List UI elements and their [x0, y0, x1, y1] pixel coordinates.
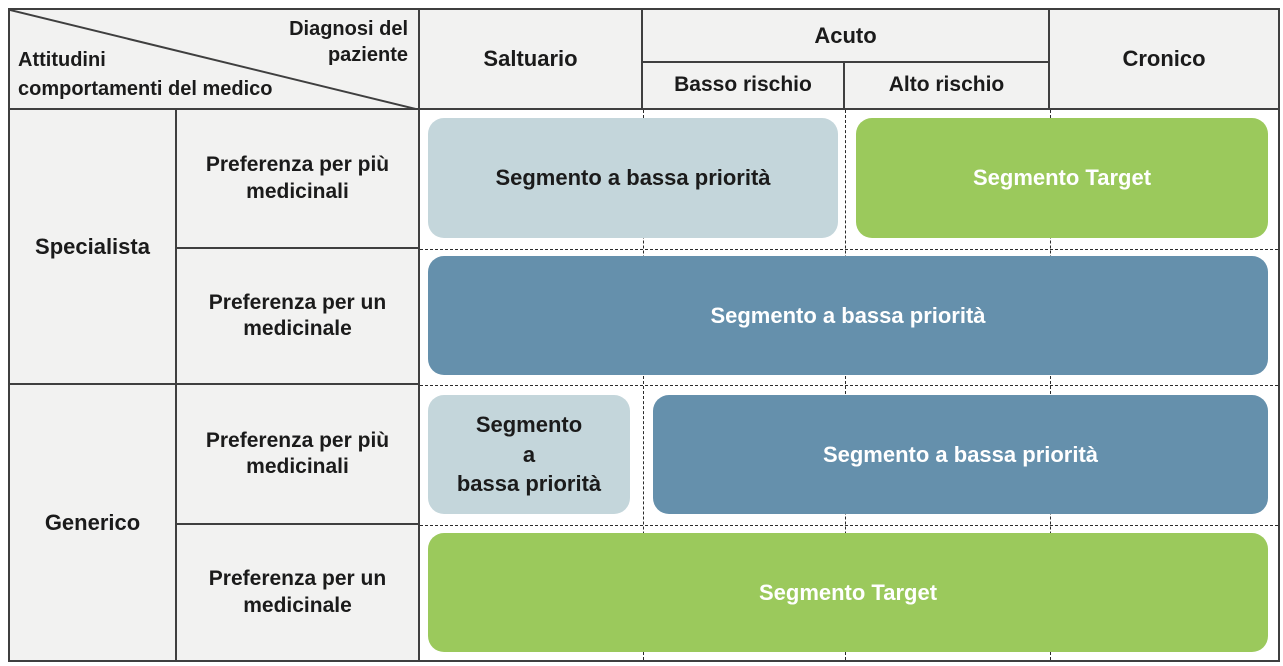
row-group-generico: Generico — [10, 385, 177, 660]
segment-low-priority-generico-saltuario: Segmento a bassa priorità — [428, 395, 630, 514]
column-header-saltuario: Saltuario — [420, 10, 643, 110]
row-group-specialista: Specialista — [10, 110, 177, 385]
dashed-row-guide-3 — [420, 525, 1278, 526]
row-header-generico-piu-medicinali: Preferenza per più medicinali — [177, 385, 420, 525]
row-header-generico-un-medicinale: Preferenza per un medicinale — [177, 525, 420, 660]
segment-low-priority-specialista-saltuario-basso: Segmento a bassa priorità — [428, 118, 838, 238]
axis-label-patient-diagnosis: Diagnosi del paziente — [289, 18, 408, 66]
dashed-row-guide-1 — [420, 249, 1278, 250]
column-header-acuto: Acuto — [643, 10, 1050, 63]
corner-cell: Diagnosi del paziente Attitudini comport… — [10, 10, 420, 110]
column-header-cronico: Cronico — [1050, 10, 1278, 110]
segment-target-specialista-alto-cronico: Segmento Target — [856, 118, 1268, 238]
segment-low-priority-specialista-all: Segmento a bassa priorità — [428, 256, 1268, 375]
row-header-specialista-un-medicinale: Preferenza per un medicinale — [177, 249, 420, 385]
row-header-specialista-piu-medicinali: Preferenza per più medicinali — [177, 110, 420, 249]
dashed-row-guide-2 — [420, 385, 1278, 386]
column-header-basso-rischio: Basso rischio — [643, 63, 845, 110]
segment-low-priority-generico-acuto-cronico: Segmento a bassa priorità — [653, 395, 1268, 514]
diagonal-divider-line — [10, 10, 420, 110]
matrix-table: Diagnosi del paziente Attitudini comport… — [8, 8, 1280, 662]
axis-label-doctor-attitude: Attitudini comportamenti del medico — [18, 49, 273, 100]
segment-target-generico-all: Segmento Target — [428, 533, 1268, 652]
column-header-alto-rischio: Alto rischio — [845, 63, 1050, 110]
